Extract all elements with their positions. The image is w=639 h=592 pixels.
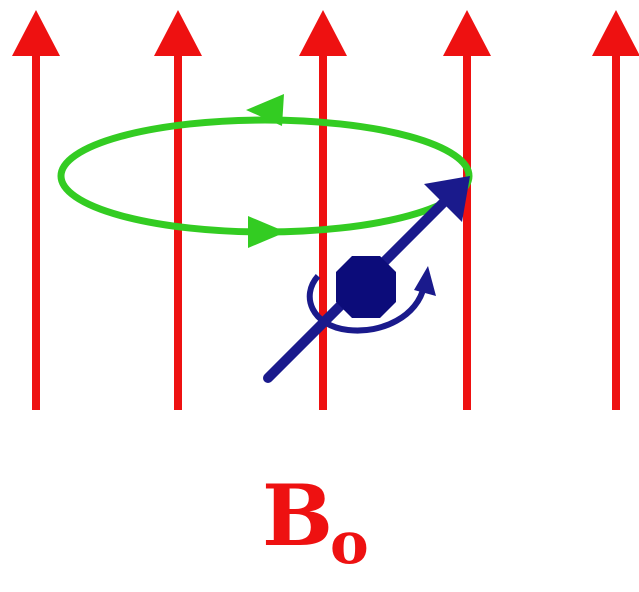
nucleus xyxy=(336,256,396,318)
moment-vector-arrowhead-icon xyxy=(424,176,470,222)
spin-arc xyxy=(306,273,427,334)
precession-orbit xyxy=(57,94,473,248)
field-arrow-2-icon xyxy=(154,10,202,56)
spin-arrowhead-icon xyxy=(414,266,436,296)
field-arrow-3-icon xyxy=(299,10,347,56)
spin-arrow xyxy=(306,266,436,334)
field-label: B o xyxy=(262,474,392,584)
orbit-arrow-top-icon xyxy=(246,94,284,126)
field-arrow-1-icon xyxy=(12,10,60,56)
field-arrow-4-icon xyxy=(443,10,491,56)
field-label-main: B xyxy=(262,466,333,565)
field-label-subscript: o xyxy=(330,509,369,577)
orbit-arrow-bottom-icon xyxy=(248,216,286,248)
field-arrow-5-icon xyxy=(592,10,639,56)
precession-ellipse xyxy=(57,116,473,236)
